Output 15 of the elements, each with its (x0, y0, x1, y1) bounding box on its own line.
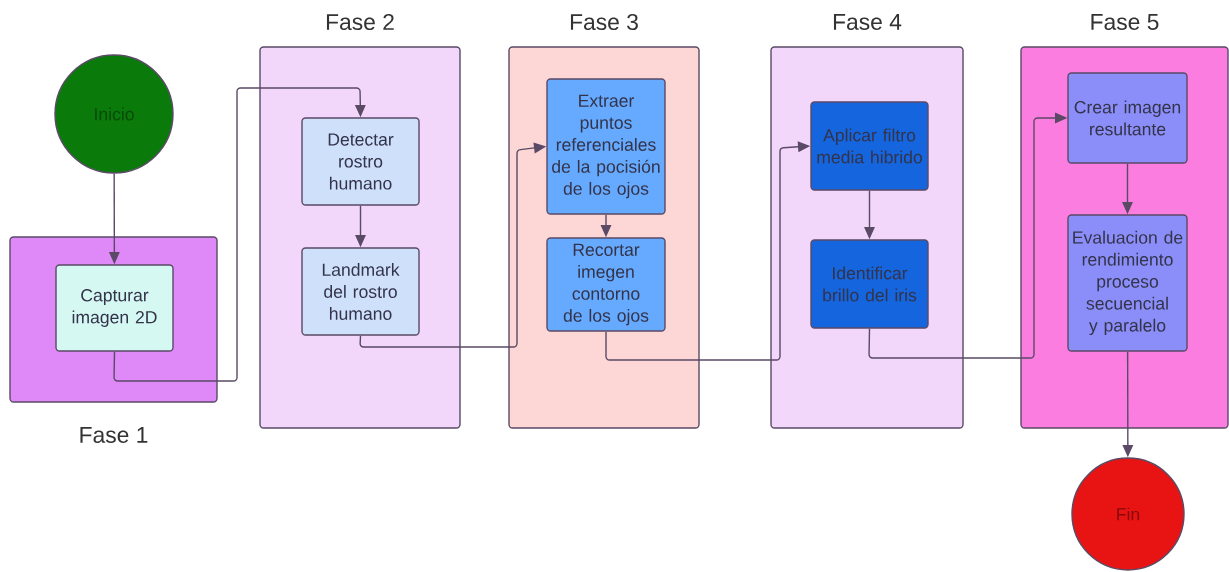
phase-heading: Fase 4 (833, 14, 902, 30)
process-box: Recortar imegen contorno de los ojos (546, 237, 666, 332)
phase-heading: Fase 2 (326, 13, 394, 31)
process-box: Crear imagen resultante (1067, 72, 1188, 164)
process-box: Extraer puntos referenciales de la pocisión de los ojos (546, 78, 666, 215)
arrow (113, 87, 366, 382)
process-box: Aplicar filtro media hibrido (810, 101, 929, 191)
process-box: Identificar brillo del iris (810, 239, 929, 329)
process-box: Evaluacion de rendimiento proceso secuencial y paralelo (1067, 214, 1188, 352)
phase-heading: Fase 5 (1091, 14, 1159, 30)
phase-heading: Fase 3 (570, 13, 638, 31)
process-box: Detectar rostro humano (301, 117, 420, 206)
phase-heading: Fase 1 (80, 427, 148, 443)
process-box: Landmark del rostro humano (301, 247, 420, 336)
process-box: Capturar imagen 2D (55, 264, 174, 352)
